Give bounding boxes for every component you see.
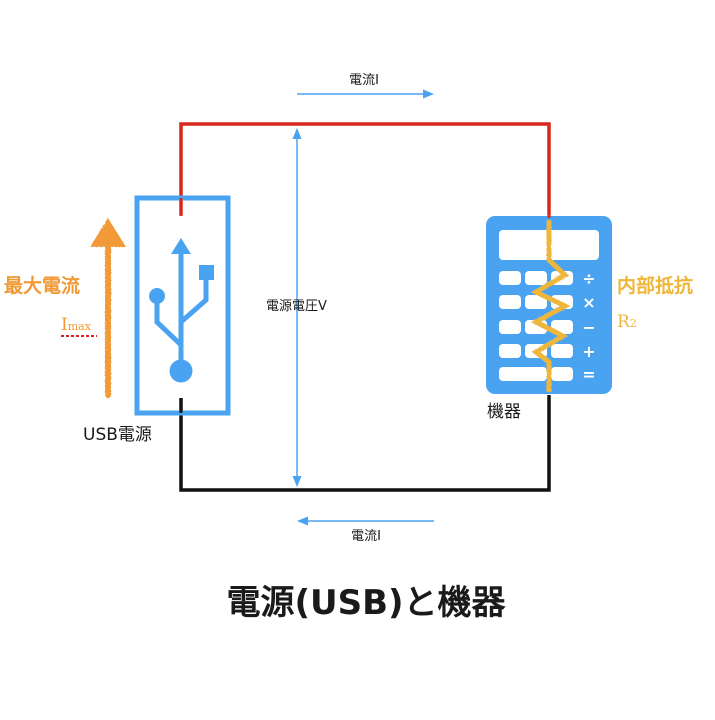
usb-power-label: USB電源 bbox=[83, 425, 152, 445]
current-arrow-bottom bbox=[297, 516, 434, 526]
calc-op-minus: − bbox=[582, 318, 595, 337]
voltage-arrow bbox=[292, 128, 302, 487]
voltage-label: 電源電圧V bbox=[266, 299, 327, 314]
calc-op-multiply: × bbox=[582, 293, 595, 312]
current-arrow-top bbox=[297, 89, 434, 99]
current-label-top: 電流I bbox=[349, 73, 379, 88]
diagram-title: 電源(USB)と機器 bbox=[226, 583, 506, 623]
usb-icon bbox=[149, 238, 214, 383]
positive-wire bbox=[179, 122, 551, 215]
device-label: 機器 bbox=[487, 402, 521, 422]
internal-resistance-label: 内部抵抗 bbox=[617, 274, 693, 297]
resistor-zigzag bbox=[530, 220, 571, 392]
max-current-symbol: Imax bbox=[61, 315, 92, 335]
max-current-arrow bbox=[90, 218, 126, 398]
calc-op-plus: + bbox=[582, 342, 595, 361]
negative-wire bbox=[179, 395, 551, 492]
current-label-bottom: 電流I bbox=[351, 529, 381, 544]
max-current-label: 最大電流 bbox=[4, 274, 80, 297]
internal-resistance-symbol: R2 bbox=[617, 312, 637, 332]
calc-op-equals: = bbox=[582, 365, 595, 384]
calc-op-divide: ÷ bbox=[582, 269, 595, 288]
